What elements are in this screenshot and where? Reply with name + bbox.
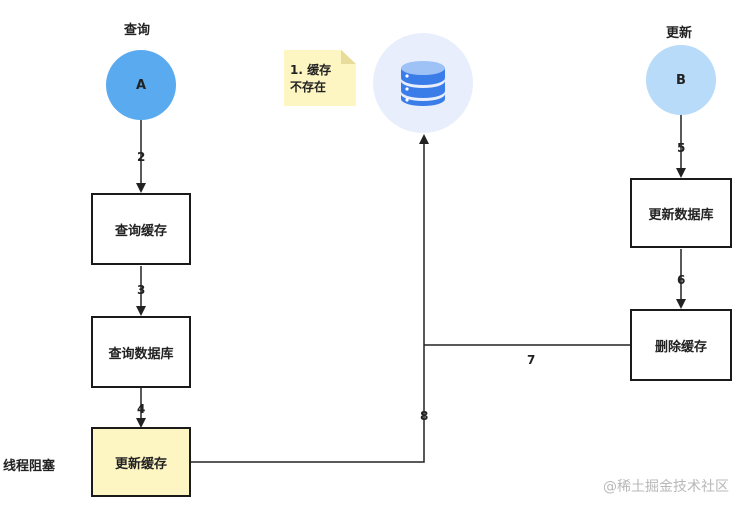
update-db-box: 更新数据库 [630, 178, 732, 248]
step-5-label: 5 [677, 141, 686, 155]
database-node [373, 33, 473, 133]
node-a: A [106, 50, 176, 120]
step-8-label: 8 [420, 409, 429, 423]
delete-cache-label: 删除缓存 [654, 339, 707, 355]
node-b: B [646, 45, 716, 115]
watermark: @稀土掘金技术社区 [603, 479, 729, 495]
thread-a-title: 查询 [124, 23, 151, 38]
database-icon [401, 61, 445, 106]
node-a-label: A [135, 77, 147, 93]
arrow-step-8 [190, 134, 429, 463]
query-cache-box: 查询缓存 [91, 193, 191, 265]
step-6-label: 6 [677, 273, 686, 287]
step-3-label: 3 [137, 283, 146, 297]
query-cache-label: 查询缓存 [114, 223, 167, 239]
query-db-label: 查询数据库 [108, 346, 174, 362]
step-7-label: 7 [527, 353, 536, 367]
thread-b-title: 更新 [666, 26, 693, 41]
step-4-label: 4 [137, 402, 146, 416]
update-cache-box: 更新缓存 [91, 427, 191, 497]
update-db-label: 更新数据库 [648, 207, 714, 223]
update-cache-label: 更新缓存 [114, 456, 167, 472]
cache-miss-note-text: 1. 缓存 不存在 [290, 63, 332, 94]
query-db-box: 查询数据库 [91, 316, 191, 388]
delete-cache-box: 删除缓存 [630, 309, 732, 381]
node-b-label: B [676, 72, 686, 88]
step-2-label: 2 [137, 150, 146, 164]
thread-blocked-label: 线程阻塞 [3, 459, 56, 474]
